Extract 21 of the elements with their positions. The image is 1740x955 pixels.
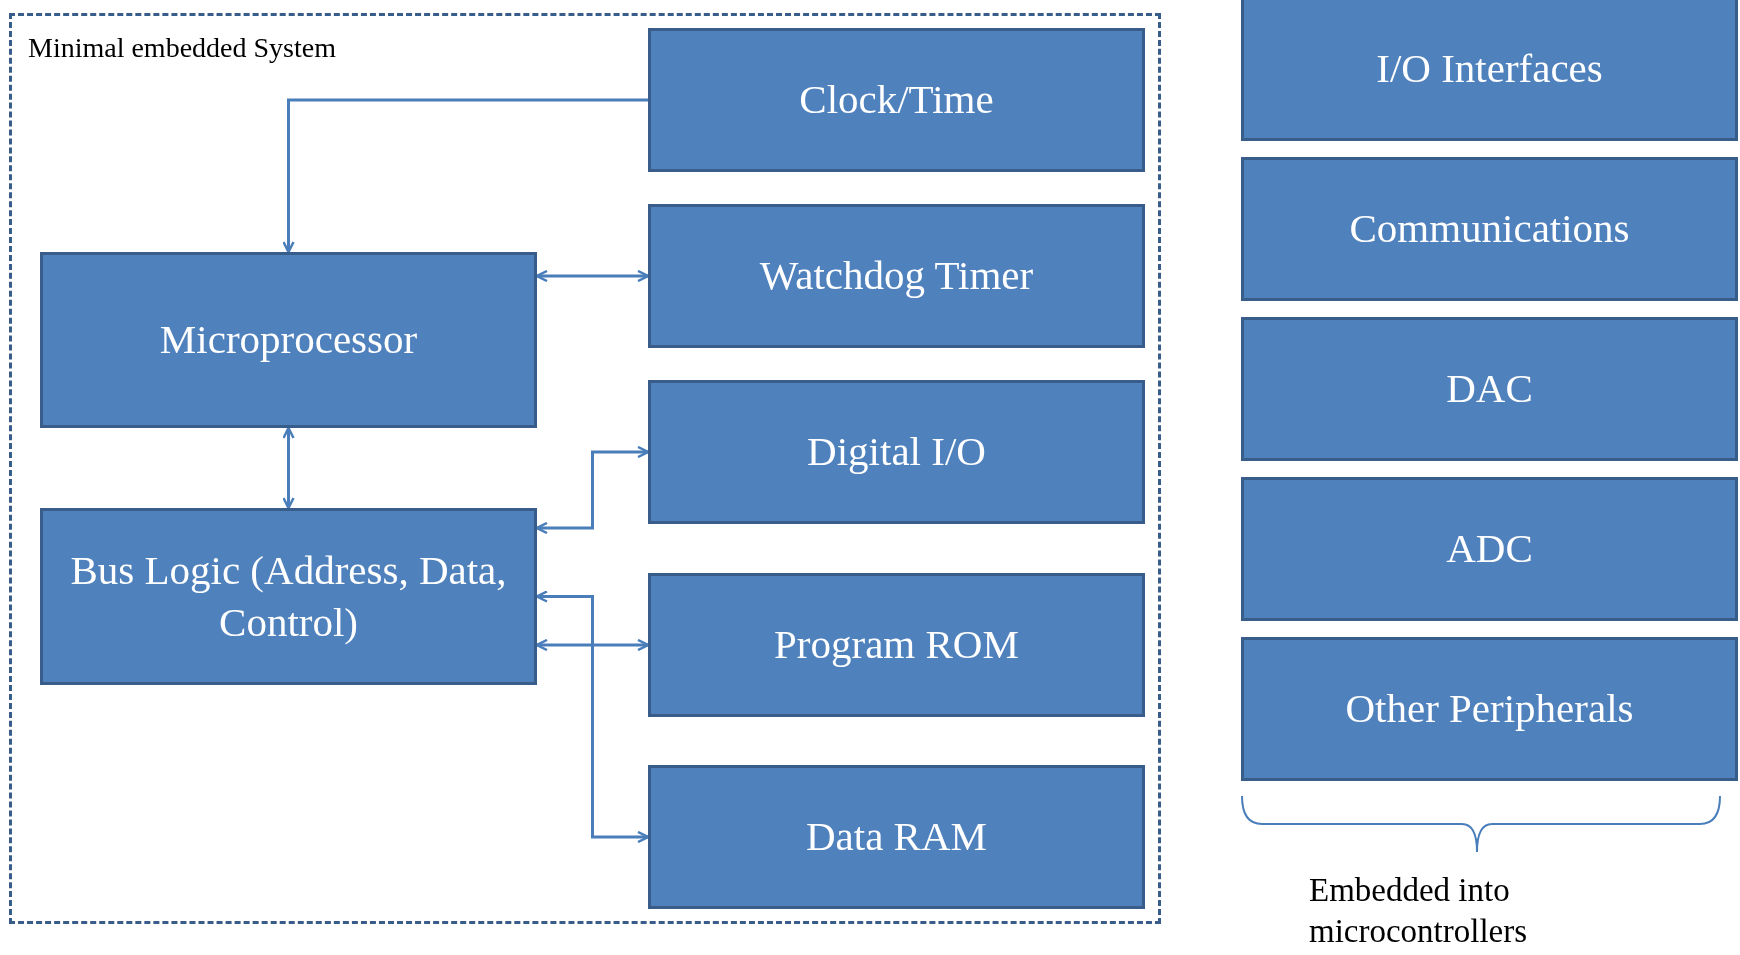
process-box: DAC — [1241, 317, 1738, 461]
process-box: Data RAM — [648, 765, 1145, 909]
dashed-group-frame — [9, 13, 1161, 924]
group-title: Minimal embedded System — [28, 32, 336, 64]
note-text: Embedded into microcontrollers — [1309, 871, 1529, 952]
process-box: Program ROM — [648, 573, 1145, 717]
process-box: I/O Interfaces — [1241, 0, 1738, 141]
process-box: ADC — [1241, 477, 1738, 621]
process-box: Bus Logic (Address, Data, Control) — [40, 508, 537, 685]
process-box: Communications — [1241, 157, 1738, 301]
process-box: Microprocessor — [40, 252, 537, 428]
connector-arrow — [535, 269, 650, 283]
connector-arrow — [535, 590, 650, 844]
connector-arrow — [535, 638, 650, 652]
process-box: Other Peripherals — [1241, 637, 1738, 781]
connector-arrow — [282, 98, 648, 254]
connector-arrow — [535, 445, 650, 535]
connector-arrow — [282, 426, 295, 510]
process-box: Clock/Time — [648, 28, 1145, 172]
process-box: Digital I/O — [648, 380, 1145, 524]
process-box: Watchdog Timer — [648, 204, 1145, 348]
